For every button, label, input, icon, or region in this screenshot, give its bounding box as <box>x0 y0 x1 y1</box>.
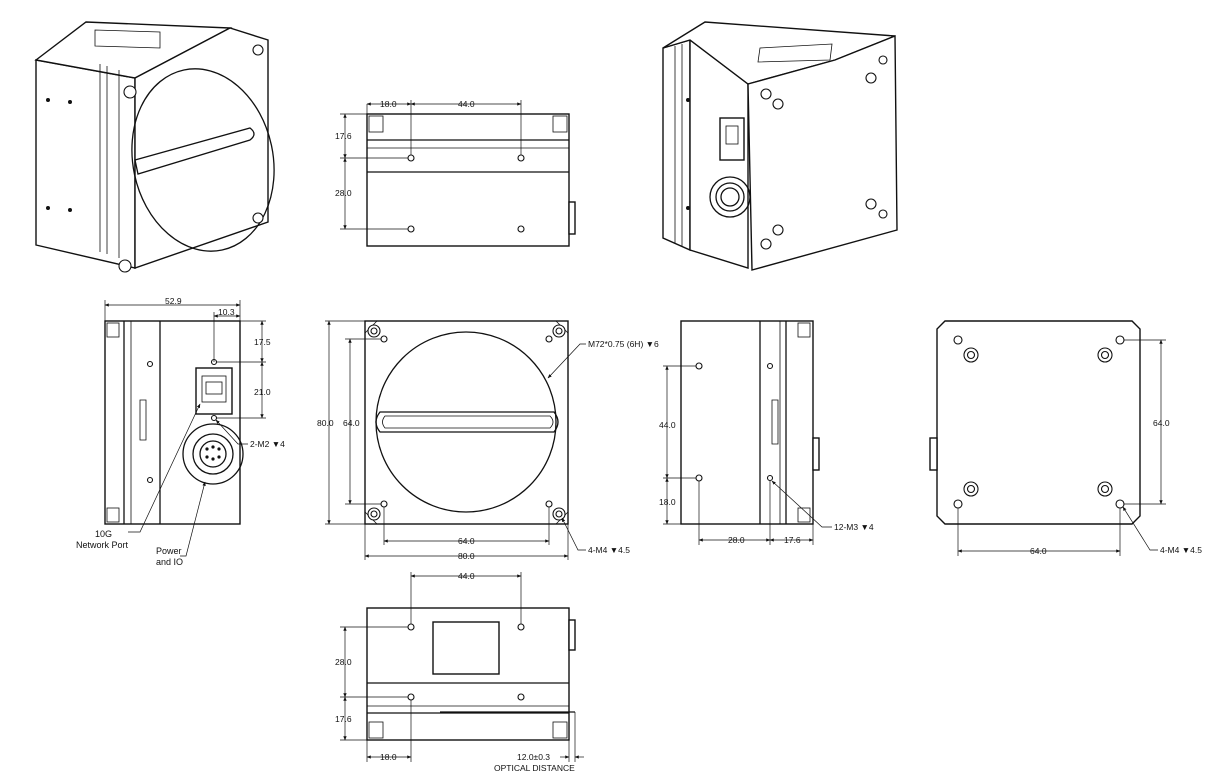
iso-front-view <box>34 21 275 273</box>
bottom-view <box>340 572 584 762</box>
dim-bottom-18: 18.0 <box>380 752 397 762</box>
top-view <box>340 100 576 247</box>
dim-right-17-6: 17.6 <box>784 535 801 545</box>
callout-thread: M72*0.75 (6H) ▼6 <box>588 339 659 349</box>
dim-bottom-28: 28.0 <box>335 657 352 667</box>
dim-right-28: 28.0 <box>728 535 745 545</box>
dim-front-80-w: 80.0 <box>458 551 475 561</box>
dim-right-44: 44.0 <box>659 420 676 430</box>
label-power-line1: Power <box>156 546 182 556</box>
dim-back-64-h: 64.0 <box>1153 418 1170 428</box>
callout-2-m2: 2-M2 ▼4 <box>250 439 285 449</box>
dim-right-18: 18.0 <box>659 497 676 507</box>
callout-4-m4-back: 4-M4 ▼4.5 <box>1160 545 1202 555</box>
label-network-port-line2: Network Port <box>76 540 129 550</box>
dim-side-10-3: 10.3 <box>218 307 235 317</box>
optical-distance-label: OPTICAL DISTANCE <box>494 763 575 773</box>
dim-side-17-5: 17.5 <box>254 337 271 347</box>
dim-back-64-w: 64.0 <box>1030 546 1047 556</box>
dim-top-44: 44.0 <box>458 99 475 109</box>
dim-front-64-w: 64.0 <box>458 536 475 546</box>
dim-top-17-6: 17.6 <box>335 131 352 141</box>
label-network-port-line1: 10G <box>95 529 112 539</box>
dim-front-64-h: 64.0 <box>343 418 360 428</box>
front-view-lens-mount <box>325 320 586 560</box>
dim-bottom-17-6: 17.6 <box>335 714 352 724</box>
iso-back-view <box>662 21 898 271</box>
dim-side-21: 21.0 <box>254 387 271 397</box>
side-view-connectors <box>104 300 266 557</box>
dim-front-80-h: 80.0 <box>317 418 334 428</box>
dim-bottom-44: 44.0 <box>458 571 475 581</box>
right-side-view <box>663 320 832 545</box>
label-power-line2: and IO <box>156 557 183 567</box>
dim-side-52-9: 52.9 <box>165 296 182 306</box>
dim-top-28: 28.0 <box>335 188 352 198</box>
back-view <box>929 320 1166 556</box>
callout-12-m3: 12-M3 ▼4 <box>834 522 874 532</box>
optical-distance-value: 12.0±0.3 <box>517 752 550 762</box>
dim-top-18: 18.0 <box>380 99 397 109</box>
callout-4-m4-front: 4-M4 ▼4.5 <box>588 545 630 555</box>
